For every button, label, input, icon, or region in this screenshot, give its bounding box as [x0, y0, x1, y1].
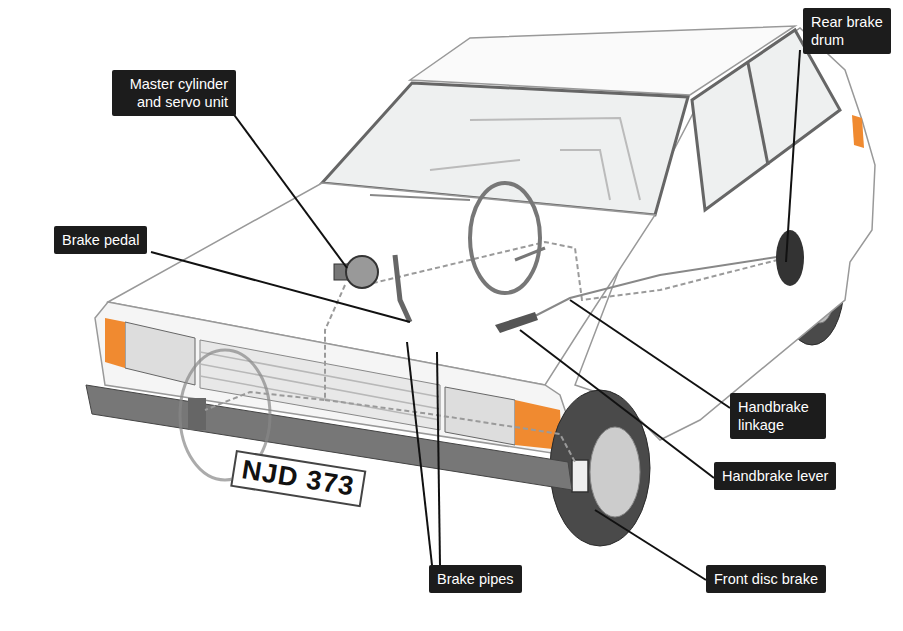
callout-box: Handbrake lever: [714, 462, 836, 490]
callout-box: Front disc brake: [706, 565, 826, 593]
steering-column: [515, 248, 545, 260]
leader-line: [407, 342, 432, 565]
leader-line: [151, 252, 410, 322]
pedal-arm: [395, 255, 410, 322]
leader-line: [570, 300, 730, 408]
part-label: Brake pipes: [437, 570, 514, 588]
servo-unit: [346, 256, 378, 288]
leader-line: [595, 510, 706, 580]
handbrake-grip: [495, 312, 538, 333]
part-label: Handbrake lever: [722, 467, 828, 485]
rear-indicator: [852, 115, 864, 148]
callout-box: Brake pipes: [429, 565, 522, 593]
part-label: Rear brake drum: [811, 13, 883, 49]
leader-line: [232, 112, 347, 268]
front-hub: [590, 427, 640, 517]
part-label: Front disc brake: [714, 570, 818, 588]
headlight: [445, 387, 515, 445]
number-plate: NJD 373: [230, 450, 366, 507]
callout-box: Rear brake drum: [803, 8, 891, 54]
disc-caliper: [188, 398, 206, 430]
front-indicator: [105, 318, 125, 368]
interior-seats: [430, 118, 640, 200]
headlight: [125, 322, 195, 385]
part-label: Master cylinder and servo unit: [120, 75, 228, 111]
leader-line: [520, 330, 714, 478]
brake-pipe-run: [205, 242, 785, 462]
brake-drum: [776, 230, 804, 286]
leader-line: [786, 50, 800, 262]
part-label: Brake pedal: [62, 231, 139, 249]
leader-lines: [151, 50, 800, 580]
disc-caliper: [572, 460, 588, 492]
window-pillar: [748, 63, 768, 165]
steering-wheel: [470, 183, 540, 293]
part-label: Handbrake linkage: [738, 398, 818, 434]
callout-box: Handbrake linkage: [730, 393, 826, 439]
callout-box: Master cylinder and servo unit: [112, 70, 236, 116]
wiper: [370, 195, 470, 200]
handbrake-cable: [535, 255, 790, 316]
side-window: [692, 30, 840, 210]
callout-box: Brake pedal: [54, 226, 147, 254]
leader-line: [437, 352, 440, 565]
windscreen: [322, 83, 688, 215]
